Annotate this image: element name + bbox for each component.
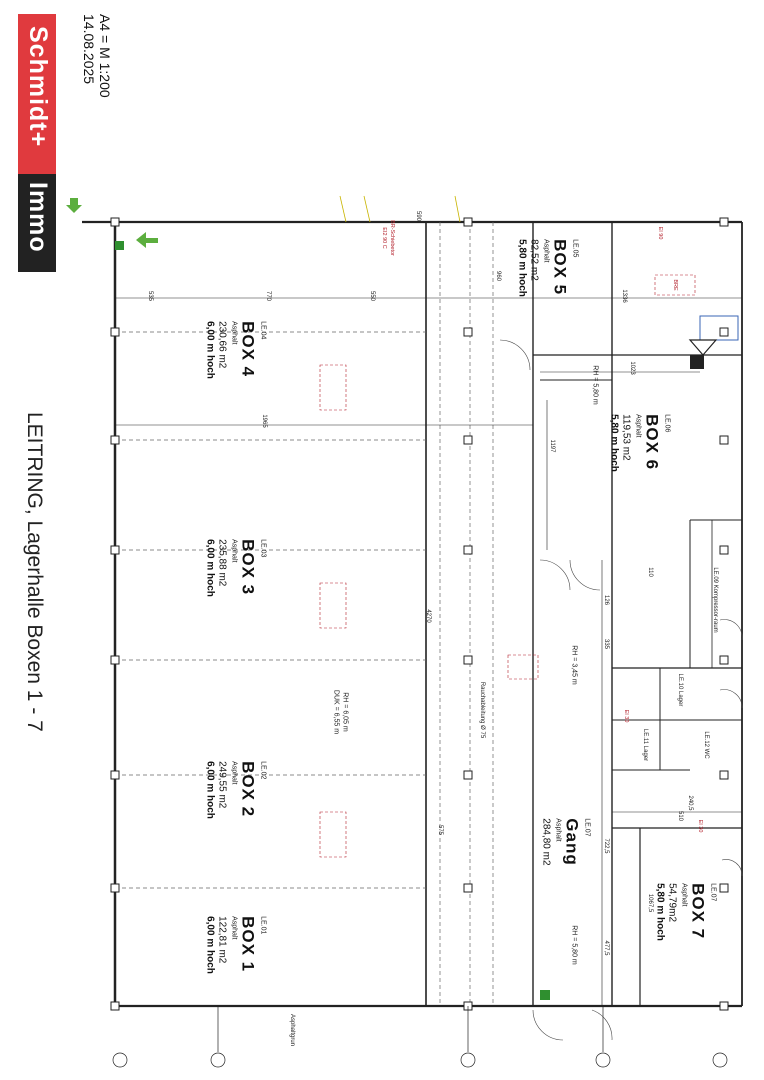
bre-label: BRE <box>672 279 678 291</box>
brs-door-label: BR-Schiebetor <box>389 220 395 256</box>
dim-10675: 1067,5 <box>647 893 653 913</box>
ei30-a: EI 30 <box>623 709 629 723</box>
rh-gang: RH = 3,45 m <box>570 645 578 685</box>
box-code: LE.07 <box>583 818 591 837</box>
dim-4270: 4270 <box>425 609 431 623</box>
box-label-5: LE.05 BOX 5 Asphalt 82,52 m2 5,80 m hoch <box>516 239 581 297</box>
ei30-b: EI 30 <box>697 819 703 833</box>
box-height: 5,80 m hoch <box>516 239 528 297</box>
box-label-7: LE.07 BOX 7 Asphalt 54,79m2 5,80 m hoch <box>654 883 719 941</box>
box-area: 230,66 m2 <box>216 321 228 369</box>
room-lager-2: LE.11 Lager <box>642 728 648 762</box>
box-area: 235,88 m2 <box>216 539 228 587</box>
box-height: 6,00 m hoch <box>204 539 216 597</box>
box-name: BOX 6 <box>642 414 662 471</box>
rh-box7: RH = 5,80 m <box>570 925 578 965</box>
dim-770: 770 <box>265 290 271 302</box>
box-code: LE.07 <box>709 883 717 902</box>
dim-1336: 1336 <box>621 289 627 303</box>
box-code: LE.05 <box>571 239 579 258</box>
dim-4775: 477,5 <box>603 940 609 956</box>
box-code: LE.03 <box>259 539 267 558</box>
box-name: BOX 7 <box>688 883 708 940</box>
dim-960: 960 <box>495 270 501 282</box>
box-code: LE.01 <box>259 916 267 935</box>
box-area: 122,81 m2 <box>216 916 228 964</box>
box-label-2: LE.02 BOX 2 Asphalt 249,55 m2 6,00 m hoc… <box>204 761 269 819</box>
box-height: 5,80 m hoch <box>654 883 666 941</box>
dim-7225: 722,5 <box>603 838 609 854</box>
gang-label: LE.07 Gang Asphalt 284,80 m2 <box>540 818 593 865</box>
room-lager-1: LE.10 Lager <box>677 673 683 707</box>
dim-590: 590 <box>415 210 421 222</box>
ei90c-label: EI2 90 C <box>381 227 387 249</box>
rh-main: RH = 6,05 m <box>341 692 349 732</box>
box-area: 284,80 m2 <box>540 818 552 866</box>
dim-575: 575 <box>437 824 443 836</box>
dim-1023: 1023 <box>629 361 635 375</box>
ei90-label: EI 90 <box>657 226 663 240</box>
box-label-3: LE.03 BOX 3 Asphalt 235,88 m2 6,00 m hoc… <box>204 539 269 597</box>
box-name: BOX 4 <box>238 321 258 378</box>
box-name: BOX 1 <box>238 916 258 973</box>
box-area: 82,52 m2 <box>528 239 540 281</box>
dim-510: 510 <box>677 810 683 822</box>
box-label-4: LE.04 BOX 4 Asphalt 230,66 m2 6,00 m hoc… <box>204 321 269 379</box>
logo: Schmidt+ Immo <box>18 14 56 272</box>
room-wc: LE.12 WC <box>703 731 709 759</box>
box-code: LE.02 <box>259 761 267 780</box>
asphalt-note: Asphaltgrun <box>289 1013 295 1047</box>
box-height: 6,00 m hoch <box>204 761 216 819</box>
box-name: BOX 2 <box>238 761 258 818</box>
rh-box6: RH = 5,80 m <box>591 365 599 405</box>
dim-1197: 1197 <box>549 439 555 453</box>
room-kompressor: LE.09 Kompressor-raum <box>712 567 718 633</box>
dim-110: 110 <box>647 567 653 577</box>
dim-126: 126 <box>603 594 609 606</box>
box-code: LE.04 <box>259 321 267 340</box>
box-name: BOX 3 <box>238 539 258 596</box>
rwa-note: Rauchableitung Ø 75 <box>479 681 485 739</box>
dim-2405: 240,5 <box>687 795 693 811</box>
box-height: 6,00 m hoch <box>204 916 216 974</box>
dim-550: 550 <box>369 290 375 302</box>
box-name: BOX 5 <box>550 239 570 296</box>
box-area: 119,53 m2 <box>620 414 632 461</box>
box-height: 5,80 m hoch <box>608 414 620 472</box>
box-area: 54,79m2 <box>666 883 678 923</box>
box-height: 6,00 m hoch <box>204 321 216 379</box>
box-name: Gang <box>562 818 582 866</box>
box-area: 249,55 m2 <box>216 761 228 809</box>
dim-535: 535 <box>147 290 153 302</box>
dim-335: 335 <box>603 638 609 650</box>
box-label-1: LE.01 BOX 1 Asphalt 122,81 m2 6,00 m hoc… <box>204 916 269 974</box>
box-label-6: LE.06 BOX 6 Asphalt 119,53 m2 5,80 m hoc… <box>608 414 673 472</box>
duk-label: DUK = 6,55 m <box>332 689 340 735</box>
box-code: LE.06 <box>663 414 671 433</box>
dim-1965: 1965 <box>261 414 267 428</box>
